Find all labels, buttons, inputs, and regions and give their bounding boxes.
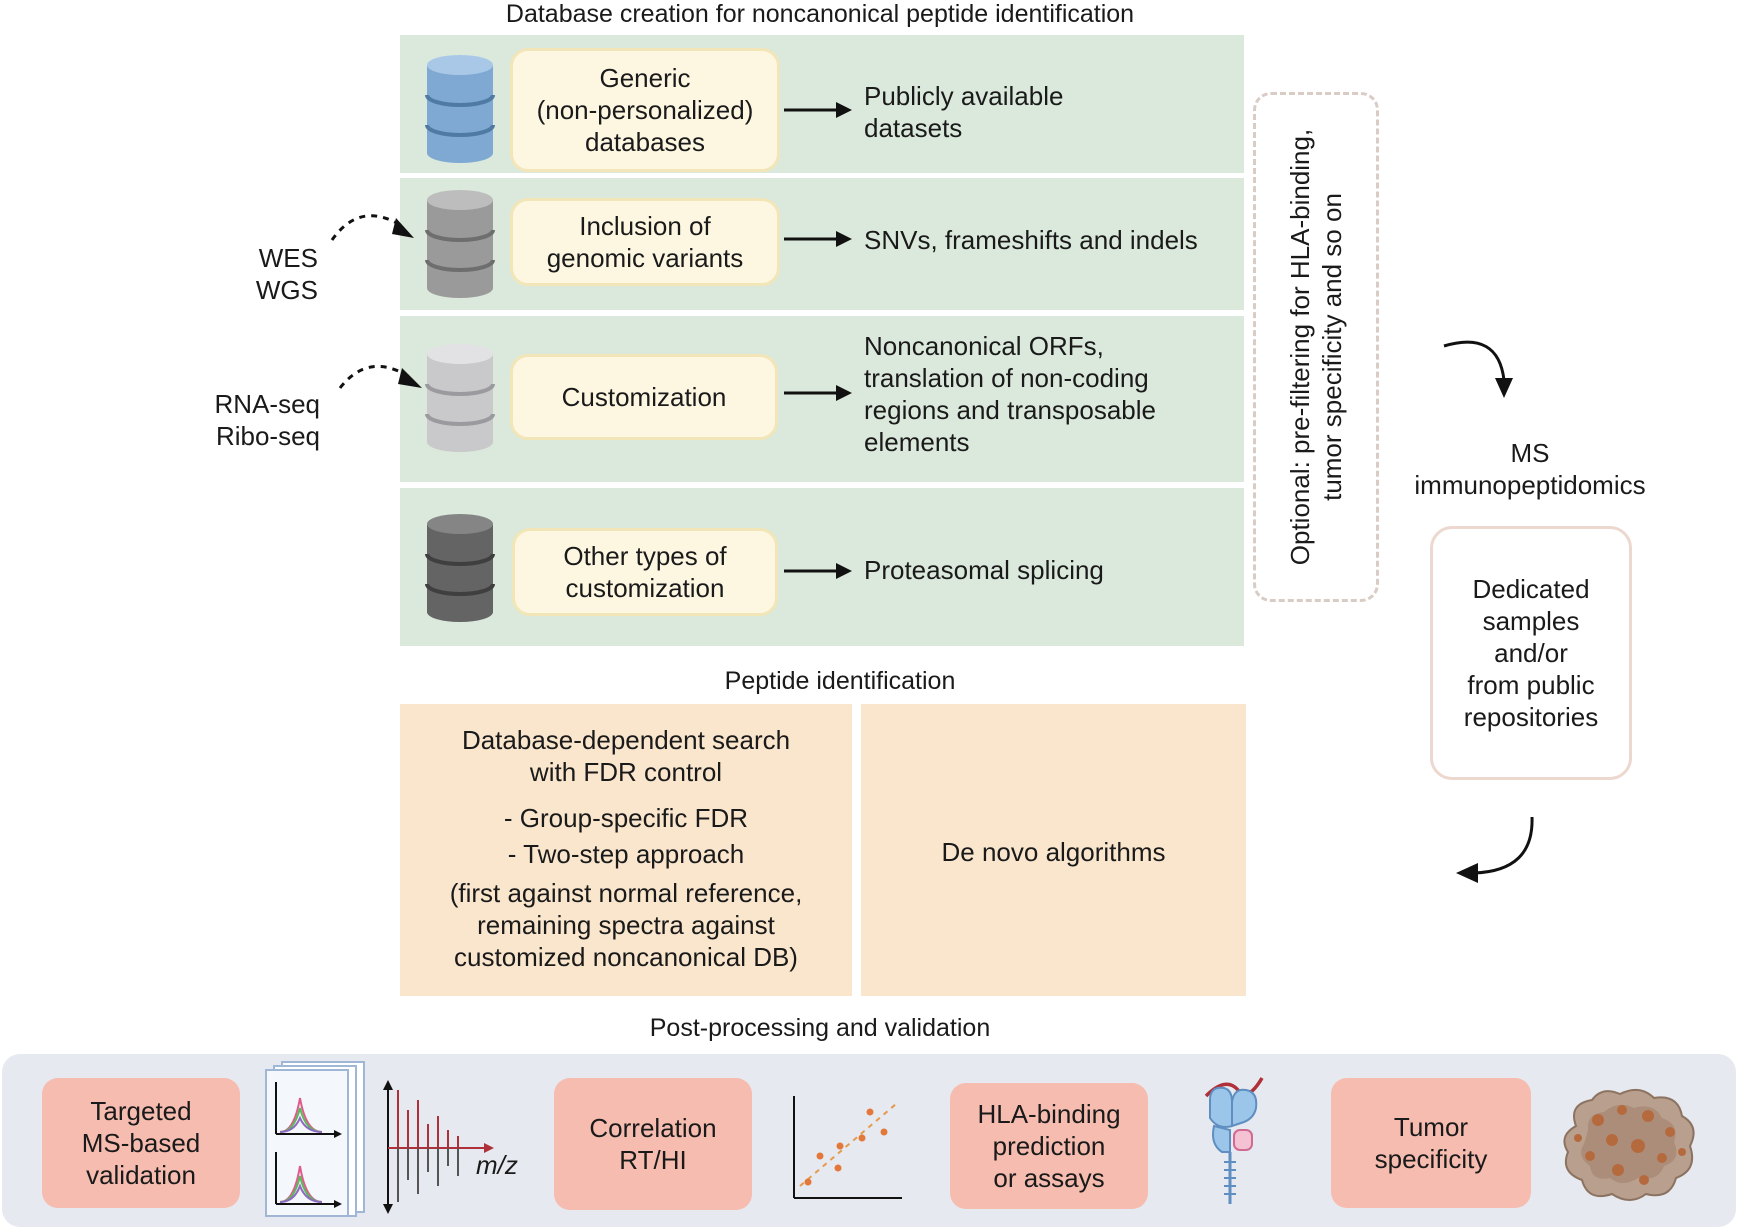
database-icon bbox=[425, 55, 495, 163]
mz-label: m/z bbox=[476, 1150, 518, 1180]
arrow-right-icon bbox=[784, 231, 852, 247]
de-novo-panel bbox=[861, 704, 1246, 996]
tumor-tissue-icon bbox=[1563, 1088, 1695, 1201]
database-search-panel bbox=[400, 704, 852, 996]
genomic-input-label: WES WGS bbox=[255, 243, 318, 305]
database-search-heading: Database-dependent search with FDR contr… bbox=[461, 725, 791, 787]
chromatogram-icon bbox=[265, 1061, 365, 1217]
tumor-specificity-box: Tumor specificity bbox=[1331, 1078, 1531, 1208]
hla-molecule-icon bbox=[1204, 1077, 1264, 1204]
correlation-rt-hi-box: Correlation RT/HI bbox=[554, 1078, 752, 1210]
database-icon bbox=[425, 344, 495, 452]
db-section-title: Database creation for noncanonical pepti… bbox=[505, 0, 1135, 28]
db-customization-desc: Noncanonical ORFs, translation of non-co… bbox=[864, 331, 1156, 457]
mass-spectrum-icon bbox=[383, 1080, 494, 1214]
validation-title: Post-processing and validation bbox=[649, 1014, 991, 1042]
arrow-right-icon bbox=[784, 385, 852, 401]
two-step-note: (first against normal reference, remaini… bbox=[449, 878, 803, 972]
dotted-arrow-icon bbox=[338, 364, 422, 389]
de-novo-label: De novo algorithms bbox=[941, 837, 1166, 867]
db-generic-box: Generic (non-personalized) databases bbox=[510, 48, 780, 172]
transcriptomic-input-label: RNA-seq Ribo-seq bbox=[214, 389, 320, 451]
db-variants-box: Inclusion of genomic variants bbox=[510, 198, 780, 286]
scatter-plot-icon bbox=[793, 1096, 902, 1199]
db-customization-box: Customization bbox=[510, 354, 778, 440]
arrow-right-icon bbox=[784, 563, 852, 579]
two-step-approach: - Two-step approach bbox=[507, 839, 745, 869]
database-icon bbox=[425, 190, 495, 298]
optional-filter-box: Optional: pre-filtering for HLA-binding,… bbox=[1253, 92, 1379, 602]
db-variants-desc: SNVs, frameshifts and indels bbox=[864, 225, 1198, 255]
db-other-desc: Proteasomal splicing bbox=[864, 555, 1104, 585]
curved-arrow-icon bbox=[1443, 340, 1513, 398]
targeted-ms-validation-box: Targeted MS-based validation bbox=[42, 1078, 240, 1208]
group-specific-fdr: - Group-specific FDR bbox=[503, 803, 749, 833]
curved-arrow-icon bbox=[1456, 816, 1534, 883]
ms-samples-box: Dedicated samples and/or from public rep… bbox=[1430, 526, 1632, 780]
optional-filter-text: Optional: pre-filtering for HLA-binding,… bbox=[1285, 128, 1347, 566]
db-other-box: Other types of customization bbox=[512, 528, 778, 616]
hla-binding-box: HLA-binding prediction or assays bbox=[950, 1083, 1148, 1209]
db-generic-desc: Publicly available datasets bbox=[864, 81, 1064, 143]
arrow-right-icon bbox=[784, 102, 852, 118]
database-icon bbox=[425, 514, 495, 622]
identification-title: Peptide identification bbox=[724, 667, 956, 695]
dotted-arrow-icon bbox=[330, 214, 414, 241]
ms-title: MS immunopeptidomics bbox=[1414, 438, 1646, 500]
